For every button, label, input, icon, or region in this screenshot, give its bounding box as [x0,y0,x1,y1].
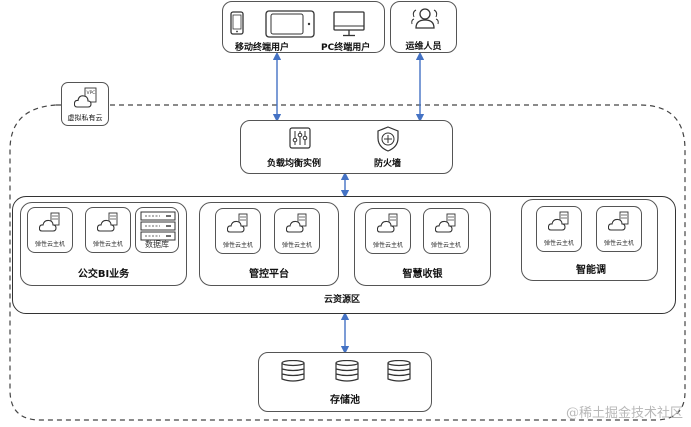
gateway-box: 负载均衡实例 防火墙 [240,120,453,174]
vm-card: 弹性云主机 [274,208,320,254]
cloud-server-icon [435,213,456,233]
vm-card: 弹性云主机 [536,206,582,252]
cloud-server-icon [608,211,629,231]
database-server-rack-icon [140,211,176,241]
ops-personnel-box: 运维人员 [390,1,457,53]
cloud-server-icon [286,213,307,233]
desktop-monitor-icon [333,11,365,37]
storage-disk-icon [335,360,359,382]
vm-card: 弹性云主机 [215,208,261,254]
vm-card: 弹性云主机 [85,207,131,253]
pc-user-label: PC终端用户 [321,43,371,53]
vpc-label: 虚拟私有云 [67,114,103,122]
mobile-phone-icon [230,11,244,35]
group-smart-dispatch: 弹性云主机 弹性云主机 智能调 [521,199,658,281]
cloud-server-icon [227,213,248,233]
vm-label: 弹性云主机 [603,240,634,247]
storage-label: 存储池 [330,395,360,406]
storage-disk-icon [387,360,411,382]
group-smart-cashier: 弹性云主机 弹性云主机 智慧收银 [354,202,491,286]
mobile-user-label: 移动终端用户 [235,43,290,53]
ops-label: 运维人员 [405,42,442,52]
load-balancer-sliders-icon [289,127,311,149]
vm-label: 弹性云主机 [372,242,403,249]
user-group-icon [411,8,439,29]
vm-label: 弹性云主机 [430,242,461,249]
vpc-boundary [9,104,686,421]
vpc-badge: VPC 虚拟私有云 [61,82,109,126]
vm-label: 弹性云主机 [222,242,253,249]
group-label: 公交BI业务 [77,269,130,280]
vm-card: 弹性云主机 [596,206,642,252]
load-balancer-label: 负载均衡实例 [267,159,322,169]
cloud-server-icon [39,212,60,232]
terminal-users-box: 移动终端用户 PC终端用户 [222,1,385,53]
group-label: 管控平台 [249,269,289,280]
vm-label: 弹性云主机 [34,241,65,248]
vm-label: 弹性云主机 [543,240,574,247]
svg-text:VPC: VPC [87,90,96,96]
cloud-zone-label: 云资源区 [324,295,361,305]
cloud-server-icon [548,211,569,231]
tablet-icon [265,10,315,38]
firewall-shield-icon [377,126,399,152]
cloud-server-icon [377,213,398,233]
group-label: 智慧收银 [402,269,443,280]
group-label: 智能调 [576,265,606,276]
vm-card: 弹性云主机 [27,207,73,253]
vm-label: 弹性云主机 [281,242,312,249]
database-card: 数据库 [135,207,179,253]
storage-pool-box: 存储池 [258,352,432,412]
database-label: 数据库 [145,240,169,249]
firewall-label: 防火墙 [374,159,402,169]
storage-disk-icon [281,360,305,382]
vm-card: 弹性云主机 [365,208,411,254]
group-bus-bi: 弹性云主机 弹性云主机 数据库 公交BI业务 [20,202,187,286]
vm-label: 弹性云主机 [92,241,123,248]
watermark: @稀土掘金技术社区 [565,406,683,421]
vpc-cloud-icon: VPC [74,87,97,108]
vm-card: 弹性云主机 [423,208,469,254]
group-management-platform: 弹性云主机 弹性云主机 管控平台 [199,202,339,286]
cloud-server-icon [97,212,118,232]
